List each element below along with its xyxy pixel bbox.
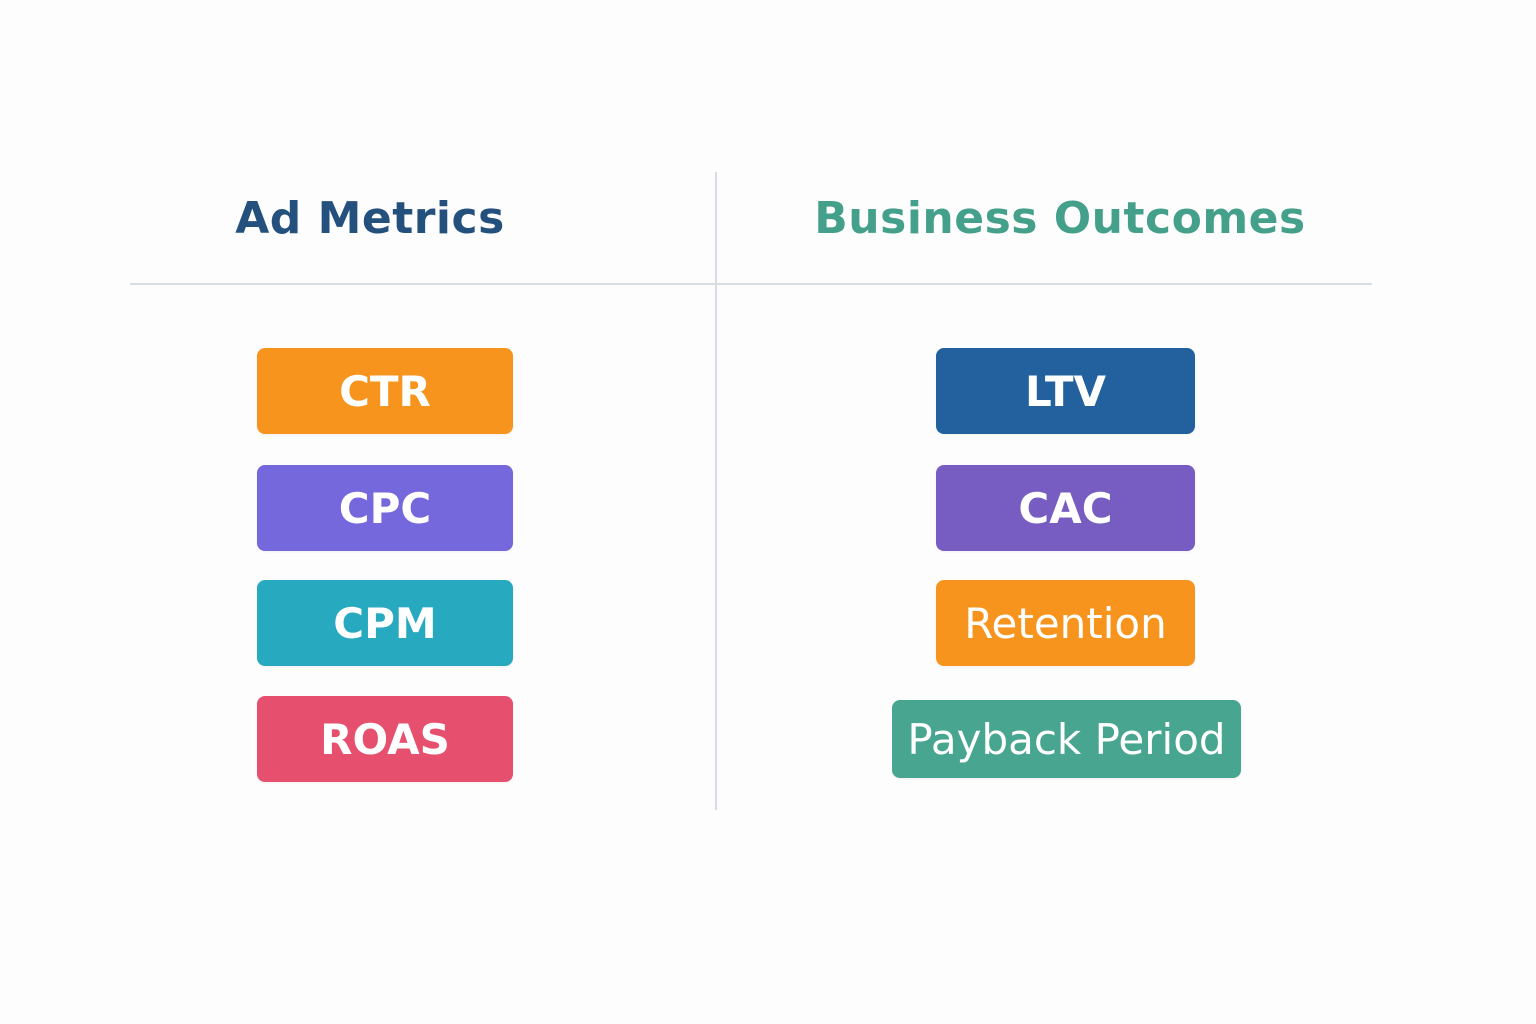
metric-pill-ctr: CTR [257,348,513,434]
outcome-pill-payback-period: Payback Period [892,700,1241,778]
metric-pill-cpc: CPC [257,465,513,551]
business-outcomes-title: Business Outcomes [814,193,1306,244]
column-divider-vertical [715,172,717,810]
header-divider-horizontal [130,283,1372,285]
outcome-pill-ltv: LTV [936,348,1195,434]
outcome-label: CAC [1018,483,1113,533]
metric-label: ROAS [320,714,450,764]
ad-metrics-title: Ad Metrics [235,193,505,244]
outcome-label: LTV [1025,366,1106,416]
outcome-label: Retention [964,598,1167,648]
metric-label: CTR [339,366,431,416]
metric-pill-roas: ROAS [257,696,513,782]
outcome-pill-cac: CAC [936,465,1195,551]
outcome-label: Payback Period [907,714,1226,764]
metric-pill-cpm: CPM [257,580,513,666]
metric-label: CPM [333,598,437,648]
outcome-pill-retention: Retention [936,580,1195,666]
metric-label: CPC [338,483,432,533]
